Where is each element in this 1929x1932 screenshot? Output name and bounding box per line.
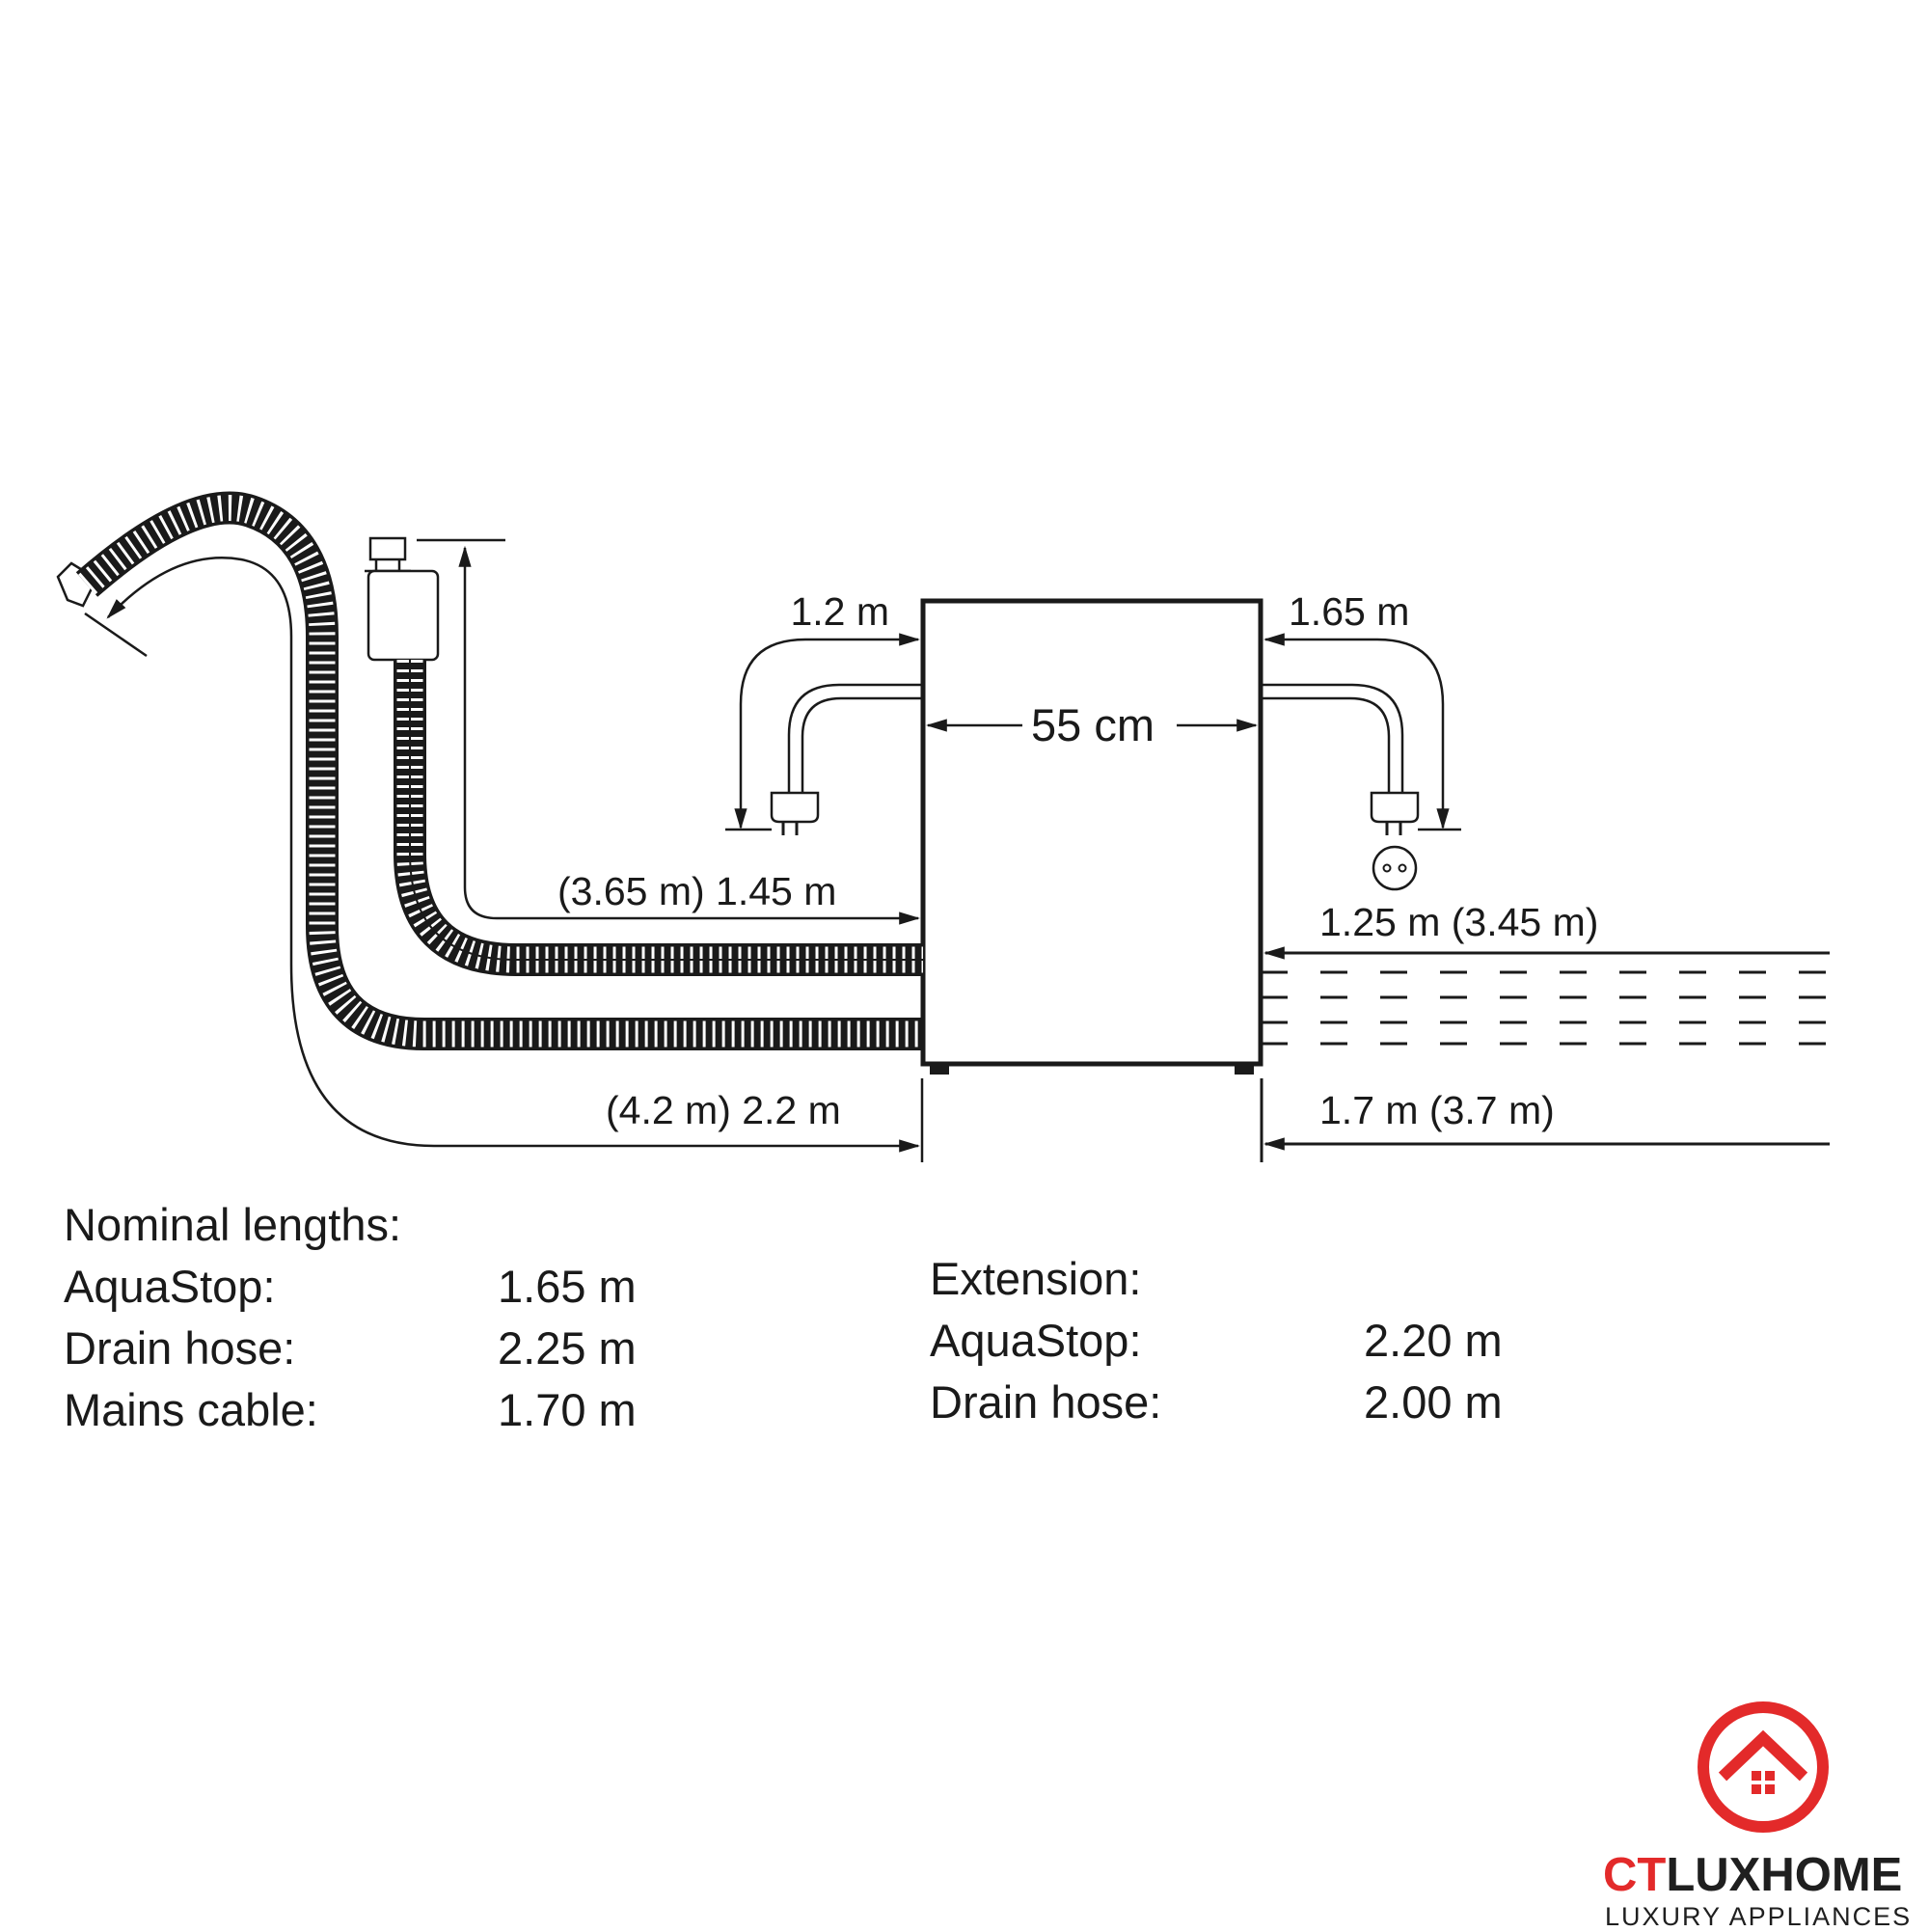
foot-left — [930, 1064, 949, 1075]
spec-value: 1.70 m — [498, 1384, 637, 1435]
brand-part2: LUXHOME — [1666, 1849, 1903, 1901]
spec-label: AquaStop: — [930, 1315, 1142, 1366]
aquastop-left-label: (3.65 m) 1.45 m — [557, 869, 836, 913]
spec-value: 1.65 m — [498, 1261, 637, 1312]
spec-label: Drain hose: — [64, 1322, 296, 1374]
brand-tagline: LUXURY APPLIANCES — [1605, 1902, 1913, 1931]
extension-title: Extension: — [930, 1253, 1142, 1304]
spec-row: AquaStop: 1.65 m — [64, 1256, 681, 1318]
socket-icon — [1372, 845, 1418, 891]
spec-row: Mains cable: 1.70 m — [64, 1379, 681, 1441]
aquastop-hose — [394, 660, 923, 976]
drain-left-dimension — [84, 557, 924, 1162]
nominal-lengths-table: Nominal lengths: AquaStop: 1.65 m Drain … — [64, 1194, 681, 1441]
left-plug-icon — [770, 791, 820, 835]
spec-label: Mains cable: — [64, 1384, 318, 1435]
width-label: 55 cm — [1031, 699, 1155, 750]
spec-label: Drain hose: — [930, 1376, 1162, 1428]
right-mains-cable — [1261, 633, 1461, 831]
dishwasher-body — [920, 598, 1263, 1075]
spec-row: Drain hose: 2.25 m — [64, 1318, 681, 1379]
brand-logo: CTLUXHOME LUXURY APPLIANCES — [1591, 1698, 1924, 1931]
house-logo-icon — [1698, 1701, 1829, 1833]
drain-left-label: (4.2 m) 2.2 m — [606, 1088, 841, 1132]
left-cable-label: 1.2 m — [790, 589, 889, 634]
right-hose-lines — [1260, 946, 1830, 1162]
spec-row: AquaStop: 2.20 m — [930, 1310, 1547, 1372]
aquastop-valve-icon — [365, 536, 440, 662]
spec-row: Drain hose: 2.00 m — [930, 1372, 1547, 1433]
spec-label: AquaStop: — [64, 1261, 276, 1312]
spec-value: 2.25 m — [498, 1322, 637, 1374]
brand-name: CTLUXHOME — [1603, 1848, 1902, 1902]
extension-table: Extension: AquaStop: 2.20 m Drain hose: … — [930, 1248, 1547, 1433]
left-mains-cable — [725, 633, 923, 831]
right-plug-icon — [1370, 791, 1420, 835]
spec-value: 2.20 m — [1364, 1315, 1503, 1366]
nominal-title: Nominal lengths: — [64, 1199, 402, 1250]
drain-right-label: 1.7 m (3.7 m) — [1319, 1088, 1555, 1132]
aquastop-right-label: 1.25 m (3.45 m) — [1319, 900, 1598, 944]
spec-value: 2.00 m — [1364, 1376, 1503, 1428]
brand-part1: CT — [1603, 1849, 1667, 1901]
right-cable-label: 1.65 m — [1289, 589, 1409, 634]
foot-right — [1235, 1064, 1254, 1075]
